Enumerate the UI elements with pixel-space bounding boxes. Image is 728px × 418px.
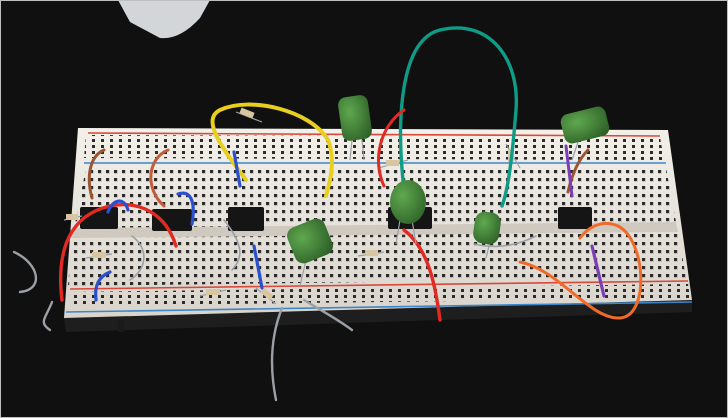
wire-grey-6 — [223, 219, 241, 271]
wire-blue-2 — [176, 191, 195, 226]
wire-blue-1 — [106, 199, 130, 214]
wire-yellow — [210, 102, 334, 198]
ic-chip-3 — [228, 207, 264, 231]
capacitor-4 — [473, 211, 501, 259]
center-channel — [72, 222, 678, 238]
terminal-strip-lower — [68, 232, 686, 286]
wire-red-top — [376, 108, 406, 188]
wire-brown-1 — [87, 148, 106, 200]
wire-orange — [518, 221, 643, 320]
ic-chip-5 — [558, 207, 592, 229]
resistor-5 — [366, 250, 378, 256]
breadboard — [64, 128, 693, 332]
resistor-2 — [92, 252, 106, 258]
rail-line-red-bottom — [69, 280, 689, 290]
wire-grey-4 — [302, 298, 354, 332]
terminal-strip-upper — [74, 168, 676, 228]
wire-purple-2 — [564, 144, 574, 198]
capacitor-2 — [560, 106, 610, 161]
wire-grey-3 — [270, 306, 284, 402]
wire-blue-5 — [94, 270, 112, 302]
wire-teal — [398, 26, 519, 208]
resistor-6 — [386, 160, 399, 166]
wire-grey-7 — [473, 235, 537, 248]
capacitors — [287, 95, 610, 287]
capacitor-1 — [338, 95, 372, 161]
wire-brown-3 — [566, 148, 590, 194]
jumper-wires — [12, 26, 643, 402]
capacitor-5 — [287, 218, 333, 287]
wire-grey-2 — [42, 300, 54, 332]
wire-grey-1 — [12, 250, 38, 294]
wire-grey-5 — [129, 235, 145, 281]
resistor-3 — [206, 289, 220, 295]
capacitor-3 — [390, 180, 426, 245]
resistor-4 — [260, 287, 274, 301]
wire-brown-2 — [149, 148, 170, 208]
wire-blue-3 — [232, 150, 242, 188]
breadboard-shadow — [64, 300, 692, 332]
ic-chip-2 — [152, 209, 192, 231]
wire-purple-1 — [590, 244, 606, 298]
board-foot-left — [118, 320, 124, 332]
wire-blue-4 — [252, 244, 264, 290]
resistor-1 — [66, 214, 78, 220]
plastic-box-corner — [118, 0, 210, 39]
wire-red-right — [402, 228, 442, 322]
resistor-8 — [239, 107, 255, 119]
resistors — [63, 107, 521, 305]
